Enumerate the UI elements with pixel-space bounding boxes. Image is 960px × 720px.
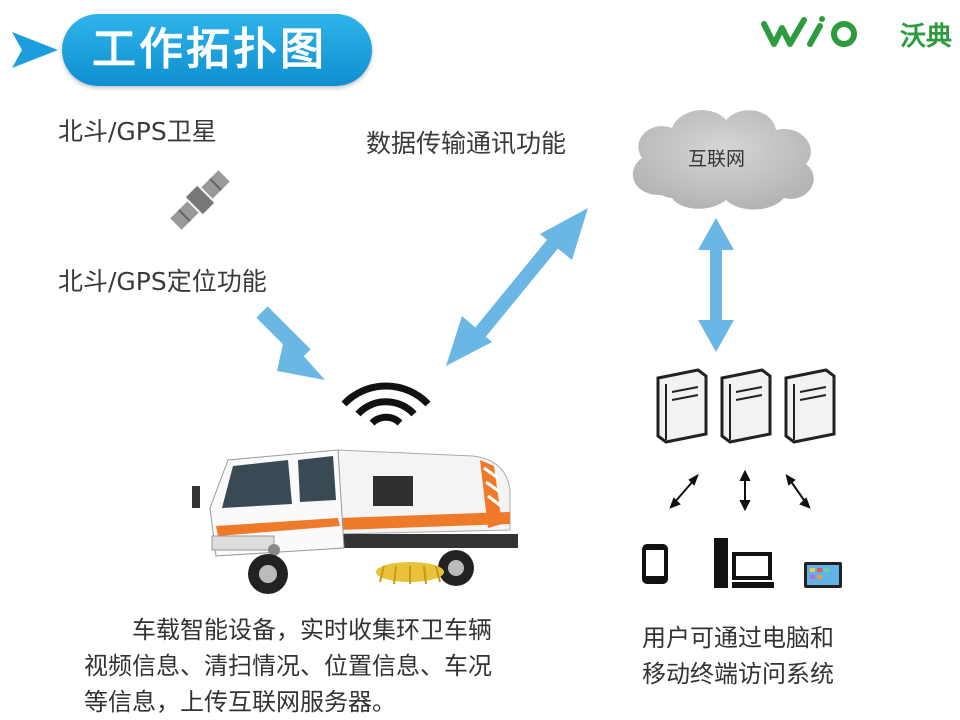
page-title: 工作拓扑图 xyxy=(92,24,327,75)
server-icon xyxy=(784,368,836,444)
server-icon xyxy=(720,368,772,444)
wio-logo-icon xyxy=(761,16,857,47)
street-sweeper-truck-icon xyxy=(192,449,518,594)
positioning-arrow xyxy=(256,306,325,380)
device-arrows xyxy=(669,469,811,512)
desktop-computer-icon xyxy=(714,538,774,588)
satellite-icon xyxy=(170,170,230,230)
wifi-icon xyxy=(341,382,431,426)
vehicle-description: 车载智能设备，实时收集环卫车辆 视频信息、清扫情况、位置信息、车况 等信息，上传… xyxy=(84,612,492,720)
mobile-phone-icon xyxy=(642,544,668,584)
server-cluster-icon xyxy=(656,368,836,444)
vehicle-description-line: 视频信息、清扫情况、位置信息、车况 xyxy=(84,652,492,680)
access-description-line: 用户可通过电脑和 xyxy=(642,624,834,652)
data-transmission-arrow xyxy=(446,208,588,366)
vehicle-description-line: 等信息，上传互联网服务器。 xyxy=(84,688,396,716)
access-description-line: 移动终端访问系统 xyxy=(642,660,834,688)
play-arrow-icon xyxy=(12,32,58,68)
access-description: 用户可通过电脑和 移动终端访问系统 xyxy=(642,620,834,692)
title-banner xyxy=(62,14,372,86)
data-transmission-label: 数据传输通讯功能 xyxy=(366,129,567,158)
cloud-label: 互联网 xyxy=(688,148,746,170)
server-icon xyxy=(656,368,708,444)
satellite-label: 北斗/GPS卫星 xyxy=(58,117,217,146)
brand-name: 沃典 xyxy=(900,22,953,52)
cloud-server-arrow xyxy=(698,218,734,352)
positioning-label: 北斗/GPS定位功能 xyxy=(58,267,267,296)
cloud-icon xyxy=(632,110,814,210)
vehicle-description-line: 车载智能设备，实时收集环卫车辆 xyxy=(84,616,492,644)
tablet-icon xyxy=(804,562,842,588)
